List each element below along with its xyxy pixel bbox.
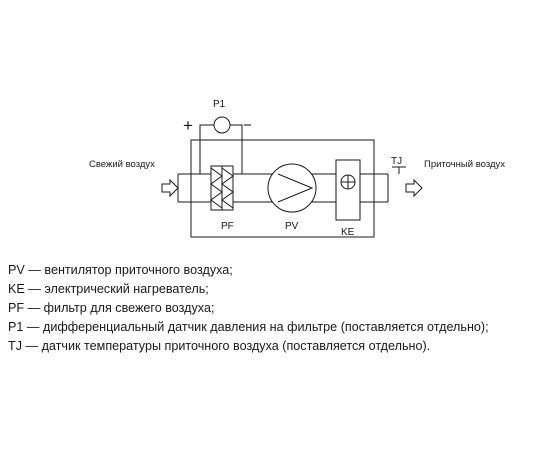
p1-tube-left	[199, 124, 214, 174]
legend-item-pv: PV — вентилятор приточного воздуха;	[8, 263, 233, 277]
p1-sensor-icon	[213, 116, 231, 134]
heater-ke-icon	[335, 159, 361, 221]
fresh-air-label: Свежий воздух	[89, 159, 155, 170]
plus-sign: +	[183, 116, 193, 135]
ke-label: KE	[341, 227, 355, 238]
tj-sensor-icon	[392, 166, 406, 174]
pf-label: PF	[221, 221, 234, 232]
unit-housing	[190, 139, 375, 238]
filter-pf-icon	[210, 165, 234, 211]
supply-air-label: Приточный воздух	[424, 159, 505, 170]
outlet-arrow-icon	[405, 178, 423, 198]
inlet-arrow-icon	[161, 178, 179, 198]
fan-pv-icon	[267, 163, 317, 213]
tj-label: TJ	[391, 156, 402, 167]
p1-tube-right	[230, 124, 243, 174]
legend-item-p1: P1 — дифференциальный датчик давления на…	[8, 320, 489, 334]
legend-item-pf: PF — фильтр для свежего воздуха;	[8, 301, 215, 315]
pv-label: PV	[285, 221, 299, 232]
legend: PV — вентилятор приточного воздуха; KE —…	[8, 261, 489, 356]
legend-item-tj: TJ — датчик температуры приточного возду…	[8, 339, 431, 353]
minus-sign: −	[243, 117, 252, 134]
p1-label: P1	[213, 99, 226, 110]
legend-item-ke: KE — электрический нагреватель;	[8, 282, 209, 296]
ventilation-schematic: P1 + − Свежий воздух PF PV KE TJ Пр	[89, 99, 505, 238]
